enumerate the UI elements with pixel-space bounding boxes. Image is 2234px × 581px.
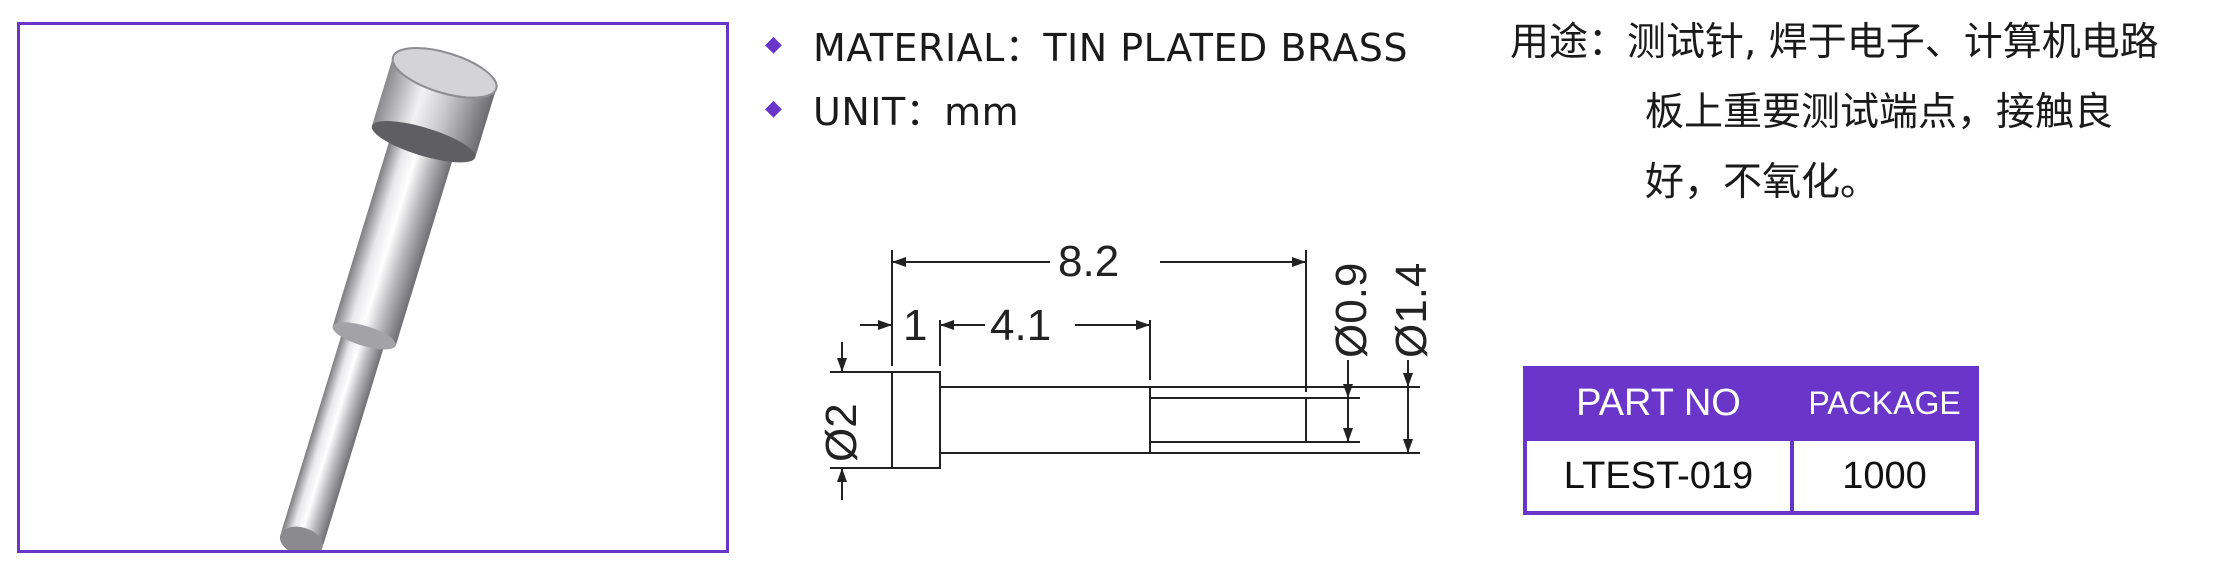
spec-material-text: MATERIAL：TIN PLATED BRASS xyxy=(813,25,1408,70)
dimension-drawing: 8.2 1 4.1 Ø2 Ø0.9 Ø1.4 xyxy=(817,237,1436,500)
usage-text-1: 测试针, 焊于电子、计算机电路 xyxy=(1627,20,2159,65)
spec-material: ◆ MATERIAL：TIN PLATED BRASS xyxy=(765,12,1408,76)
usage-line-1: 用途：测试针, 焊于电子、计算机电路 xyxy=(1510,8,2230,78)
diamond-bullet-icon: ◆ xyxy=(765,95,783,121)
test-pin-image xyxy=(279,47,498,557)
dim-total-length: 8.2 xyxy=(1058,237,1119,286)
dim-head-length: 1 xyxy=(903,301,927,350)
spec-unit: ◆ UNIT：mm xyxy=(765,76,1408,140)
header-part-no: PART NO xyxy=(1523,366,1794,441)
product-photo-frame xyxy=(17,22,729,557)
diamond-bullet-icon: ◆ xyxy=(765,31,783,57)
table-header-row: PART NO PACKAGE xyxy=(1523,366,1979,441)
part-table: PART NO PACKAGE LTEST-019 1000 xyxy=(1523,366,1979,515)
cell-part-no: LTEST-019 xyxy=(1523,437,1794,515)
dim-shank-length: 4.1 xyxy=(990,301,1051,350)
drawing-tip xyxy=(1149,397,1307,443)
spec-list: ◆ MATERIAL：TIN PLATED BRASS ◆ UNIT：mm xyxy=(765,12,1408,140)
drawing-head xyxy=(891,371,941,469)
dim-head-diameter: Ø2 xyxy=(817,403,866,462)
usage-label: 用途： xyxy=(1510,20,1628,65)
usage-description: 用途：测试针, 焊于电子、计算机电路 板上重要测试端点，接触良 好，不氧化。 xyxy=(1510,8,2230,218)
dim-tip-diameter: Ø0.9 xyxy=(1327,263,1376,358)
dim-shank-diameter: Ø1.4 xyxy=(1387,263,1436,358)
cell-package: 1000 xyxy=(1790,437,1979,515)
usage-line-3: 好，不氧化。 xyxy=(1645,160,1880,205)
drawing-shank xyxy=(939,386,1151,454)
table-row: LTEST-019 1000 xyxy=(1523,437,1979,515)
spec-unit-text: UNIT：mm xyxy=(813,89,1020,134)
header-package: PACKAGE xyxy=(1790,366,1979,441)
usage-line-2: 板上重要测试端点，接触良 xyxy=(1645,90,2114,135)
